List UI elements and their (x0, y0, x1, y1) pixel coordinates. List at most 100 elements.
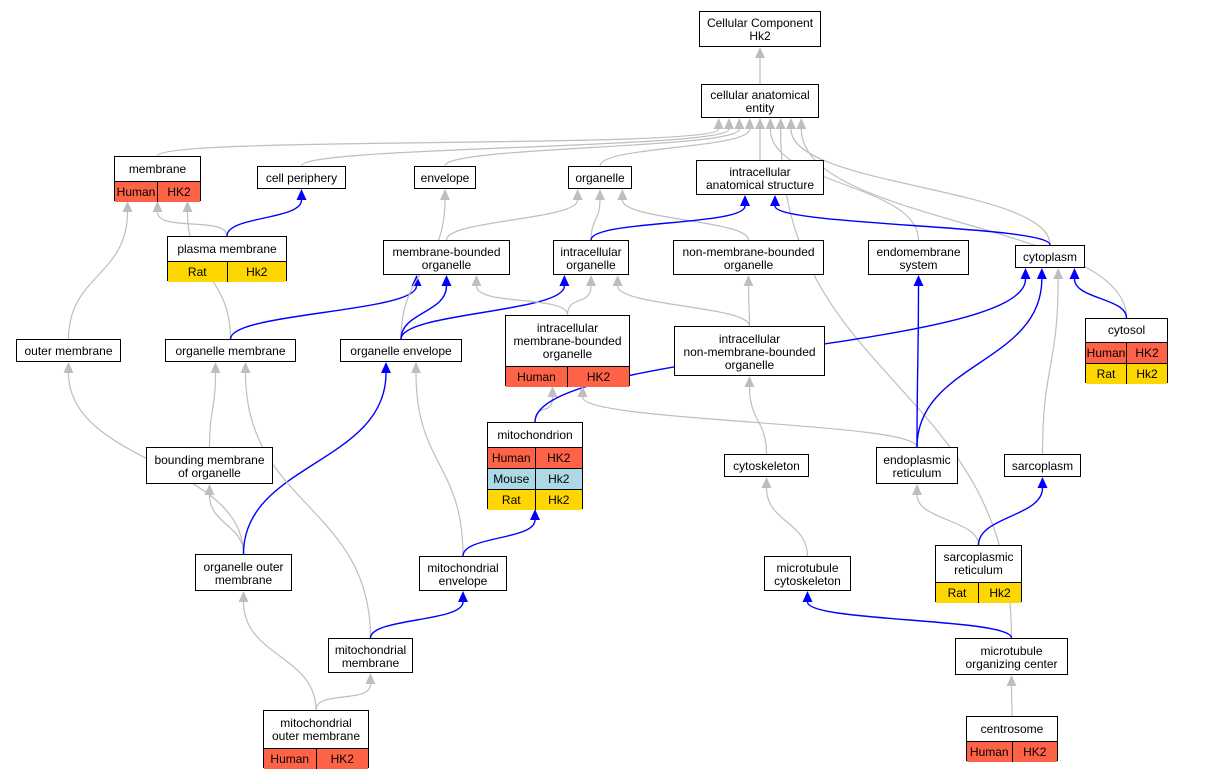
gene-cell: HK2 (157, 182, 200, 202)
gene-cell: Hk2 (534, 469, 583, 489)
edge-part-of (400, 285, 448, 340)
node-orgmem[interactable]: organelle membrane (165, 339, 296, 362)
node-envelope[interactable]: envelope (414, 166, 476, 189)
edge-is-a (242, 601, 317, 711)
node-orgenv[interactable]: organelle envelope (340, 339, 462, 362)
edge-is-a (534, 396, 554, 423)
node-label: sarcoplasmic reticulum (943, 550, 1014, 577)
edge-is-a (599, 128, 751, 167)
edge-is-a (1041, 278, 1059, 455)
node-label: intracellular non-membrane-bounded organ… (683, 331, 816, 372)
gene-cell: HK2 (1011, 742, 1058, 762)
edge-is-a (208, 494, 245, 555)
edge-part-of (400, 285, 566, 340)
species-cell: Mouse (493, 472, 530, 486)
arrowhead (577, 386, 588, 397)
edge-is-a (415, 372, 464, 557)
node-outermem[interactable]: outer membrane (16, 339, 121, 362)
node-ias[interactable]: intracellular anatomical structure (696, 160, 824, 195)
gene-cell: Hk2 (978, 583, 1021, 603)
node-nmbo[interactable]: non-membrane-bounded organelle (673, 240, 824, 275)
node-mbo[interactable]: membrane-bounded organelle (383, 240, 510, 275)
arrowhead (530, 509, 540, 520)
node-sarcoplasm[interactable]: sarcoplasm (1004, 454, 1081, 477)
node-oom[interactable]: organelle outer membrane (195, 554, 292, 591)
arrowhead (744, 118, 755, 129)
arrowhead (612, 275, 623, 286)
arrowhead (365, 673, 376, 684)
node-cellperiph[interactable]: cell periphery (257, 166, 346, 189)
node-er[interactable]: endoplasmic reticulum (876, 447, 958, 484)
arrowhead (238, 591, 249, 602)
node-cytoskel[interactable]: cytoskeleton (724, 454, 809, 477)
species-cell: Human (517, 370, 556, 384)
arrowhead (1037, 477, 1048, 488)
edge-is-a (590, 199, 601, 241)
edge-is-a (566, 285, 592, 316)
species-cell: Rat (187, 265, 207, 279)
arrowhead (775, 118, 786, 129)
arrowhead (912, 484, 922, 495)
node-label: plasma membrane (177, 241, 277, 256)
node-imbo[interactable]: intracellular membrane-bounded organelle… (505, 315, 630, 387)
edge-is-a (916, 494, 980, 546)
edge-part-of (774, 205, 1051, 246)
node-mitomem[interactable]: mitochondrial membrane (328, 638, 413, 673)
node-cytoplasm[interactable]: cytoplasm (1015, 245, 1085, 268)
edge-is-a (156, 128, 720, 157)
arrowhead (755, 47, 765, 58)
edge-part-of (590, 205, 746, 241)
node-mtcyto[interactable]: microtubule cytoskeleton (764, 556, 851, 591)
arrowhead (458, 591, 468, 602)
gene-cell: HK2 (567, 367, 629, 387)
node-io[interactable]: intracellular organelle (553, 240, 629, 275)
node-bmo[interactable]: bounding membrane of organelle (146, 447, 273, 484)
arrowhead (240, 362, 251, 373)
arrowhead (63, 362, 74, 373)
node-root[interactable]: Cellular Component Hk2 (699, 11, 821, 47)
edge-is-a (156, 211, 228, 237)
arrowhead (210, 362, 221, 373)
arrowhead (572, 189, 583, 200)
edge-is-a (208, 372, 217, 448)
species-cell: Human (116, 185, 156, 199)
node-label: organelle (575, 171, 625, 185)
arrowhead (734, 118, 745, 129)
node-cae[interactable]: cellular anatomical entity (701, 84, 819, 118)
arrowhead (617, 189, 628, 200)
arrowhead (755, 118, 765, 129)
species-cell: Rat (501, 493, 521, 507)
node-organelle[interactable]: organelle (568, 166, 632, 189)
edge-is-a (67, 211, 129, 340)
node-endomem[interactable]: endomembrane system (868, 240, 969, 275)
node-label: envelope (420, 171, 470, 185)
node-label: Cellular Component Hk2 (706, 16, 814, 43)
node-label: cytoplasm (1022, 250, 1078, 264)
node-mitoenv[interactable]: mitochondrial envelope (419, 556, 507, 591)
arrowhead (411, 362, 421, 373)
edge-is-a (475, 285, 569, 316)
edge-is-a (315, 683, 372, 711)
gene-cell: Hk2 (534, 490, 583, 510)
edge-is-a (244, 372, 372, 639)
edge-is-a (769, 128, 920, 241)
arrowhead (471, 275, 482, 286)
arrowhead (296, 189, 307, 200)
arrowhead (204, 484, 215, 495)
node-mtoc[interactable]: microtubule organizing center (955, 638, 1068, 675)
node-label: mitochondrial membrane (334, 642, 407, 670)
node-inmbo[interactable]: intracellular non-membrane-bounded organ… (674, 326, 825, 376)
